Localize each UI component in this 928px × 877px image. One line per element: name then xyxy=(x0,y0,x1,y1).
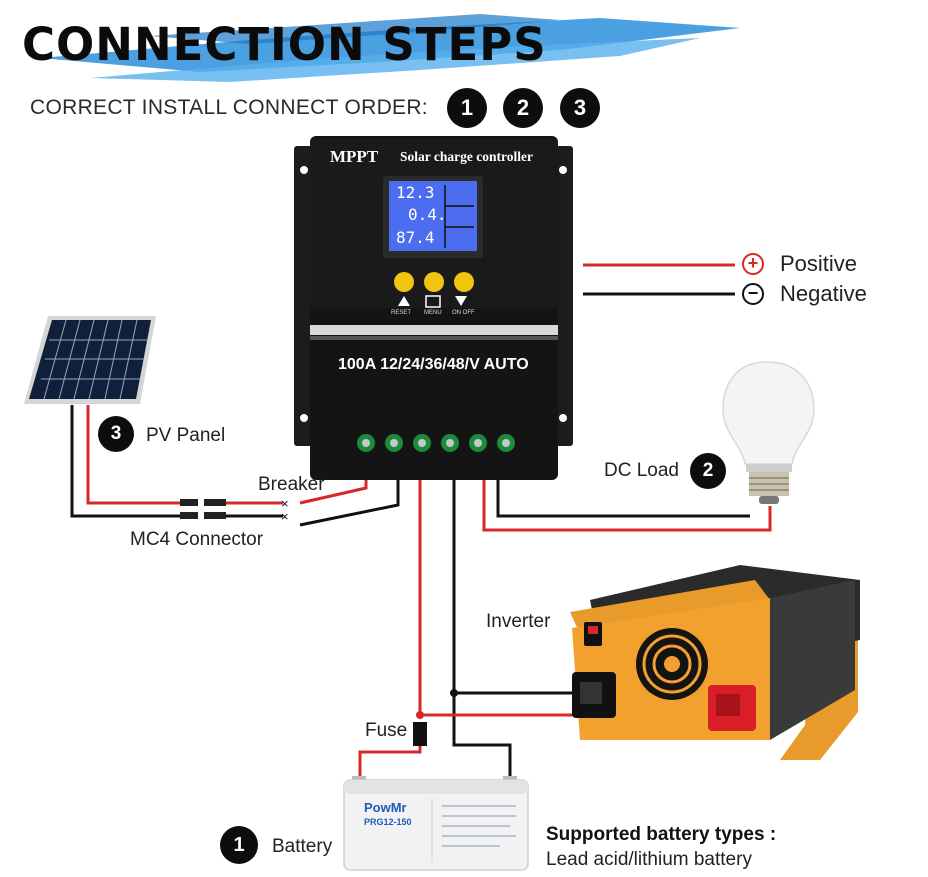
load-wires xyxy=(482,478,772,532)
battery-model: PRG12-150 xyxy=(364,817,412,827)
positive-label: Positive xyxy=(780,251,858,276)
battery-badge: 1 xyxy=(220,826,258,864)
lcd-percent-value: 87.4 xyxy=(396,228,435,247)
terminal-block xyxy=(357,434,515,452)
inverter-icon xyxy=(570,565,860,760)
fuse-label: Fuse xyxy=(365,720,408,741)
lcd-voltage-value: 12.3 xyxy=(396,183,435,202)
order-badge-2: 2 xyxy=(503,88,543,128)
menu-button xyxy=(424,272,444,292)
battery-label: Battery xyxy=(272,836,333,857)
reset-button-label: RESET xyxy=(391,310,412,316)
mc4-connector-label: MC4 Connector xyxy=(130,529,264,550)
controller-rating: 100A 12/24/36/48/V AUTO xyxy=(338,356,529,373)
reset-button xyxy=(394,272,414,292)
install-order-label: CORRECT INSTALL CONNECT ORDER: xyxy=(30,96,428,119)
svg-text:×: × xyxy=(281,496,289,511)
solar-panel-icon xyxy=(24,316,156,404)
order-badge-1: 1 xyxy=(447,88,487,128)
fuse-icon xyxy=(413,722,427,746)
pv-wires: × × xyxy=(70,405,400,527)
dc-load-label: DC Load xyxy=(604,460,679,481)
battery-icon xyxy=(343,776,529,871)
controller-brand: MPPT xyxy=(330,147,379,166)
negative-label: Negative xyxy=(780,281,867,306)
positive-icon: + xyxy=(742,253,764,275)
inverter-label: Inverter xyxy=(486,611,551,632)
title-brush-strokes xyxy=(40,14,740,82)
pv-panel-label: PV Panel xyxy=(146,425,226,446)
controller-product-name: Solar charge controller xyxy=(400,149,533,164)
pv-panel-badge: 3 xyxy=(98,416,134,452)
menu-button-label: MENU xyxy=(424,310,442,316)
lcd-current-value: 0.4. xyxy=(408,205,447,224)
onoff-button xyxy=(454,272,474,292)
svg-text:×: × xyxy=(281,509,289,524)
battery-types-title: Supported battery types : xyxy=(546,824,777,845)
page-title: CONNECTION STEPS xyxy=(22,18,547,71)
order-badge-3: 3 xyxy=(560,88,600,128)
battery-types-text: Lead acid/lithium battery xyxy=(546,849,752,870)
charge-controller xyxy=(294,136,573,480)
negative-icon: − xyxy=(742,283,764,305)
onoff-button-label: ON OFF xyxy=(452,310,475,316)
breaker-label: Breaker xyxy=(258,474,325,495)
battery-brand: PowMr xyxy=(364,800,407,815)
dc-load-badge: 2 xyxy=(690,453,726,489)
light-bulb-icon xyxy=(722,361,815,504)
lcd-screen xyxy=(389,181,477,251)
